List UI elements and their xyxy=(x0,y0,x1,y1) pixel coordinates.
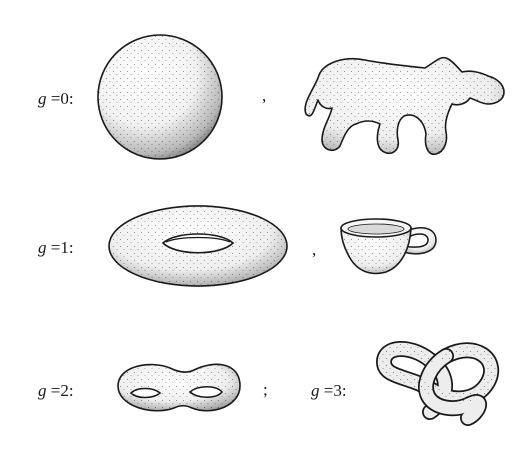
coffee-cup-shape xyxy=(341,219,436,273)
sphere-shape xyxy=(98,35,222,159)
torus-shape xyxy=(109,206,287,286)
pretzel-shape xyxy=(384,349,491,418)
double-torus-shape xyxy=(118,364,240,410)
blob-animal-shape xyxy=(305,58,504,155)
